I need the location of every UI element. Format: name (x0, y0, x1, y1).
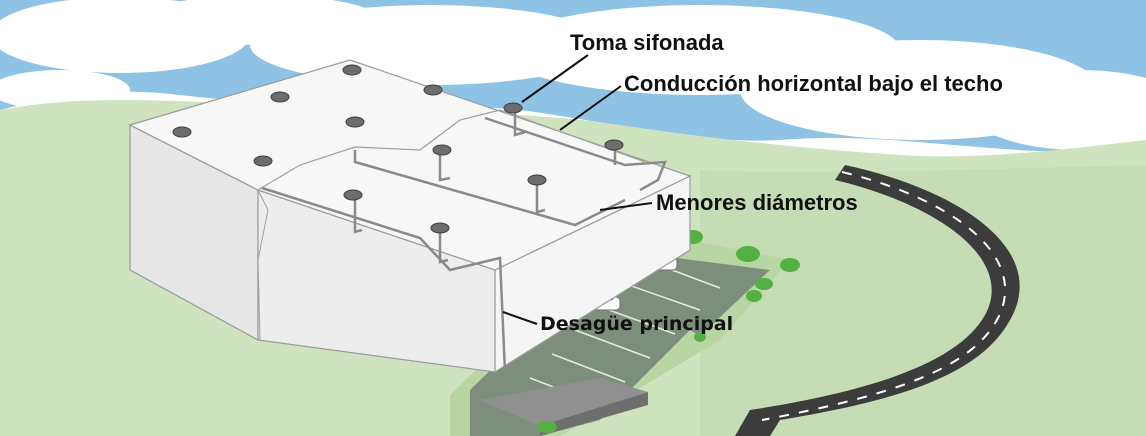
hill-shade (700, 165, 1146, 436)
label-toma-sifonada: Toma sifonada (570, 30, 724, 55)
label-desague-principal: Desagüe principal (540, 313, 734, 335)
roof-drain-icon (172, 64, 624, 234)
pipe-network (261, 112, 667, 373)
wall-crack-line (257, 189, 269, 341)
roof-divider (257, 109, 646, 191)
leader-lines (502, 54, 653, 325)
label-menores-diametros: Menores diámetros (656, 190, 858, 215)
low-structure (480, 378, 648, 426)
label-conduccion-horizontal: Conducción horizontal bajo el techo (624, 71, 1003, 96)
road-center-line (761, 171, 1006, 421)
road (735, 165, 1020, 436)
clouds (0, 0, 1146, 150)
